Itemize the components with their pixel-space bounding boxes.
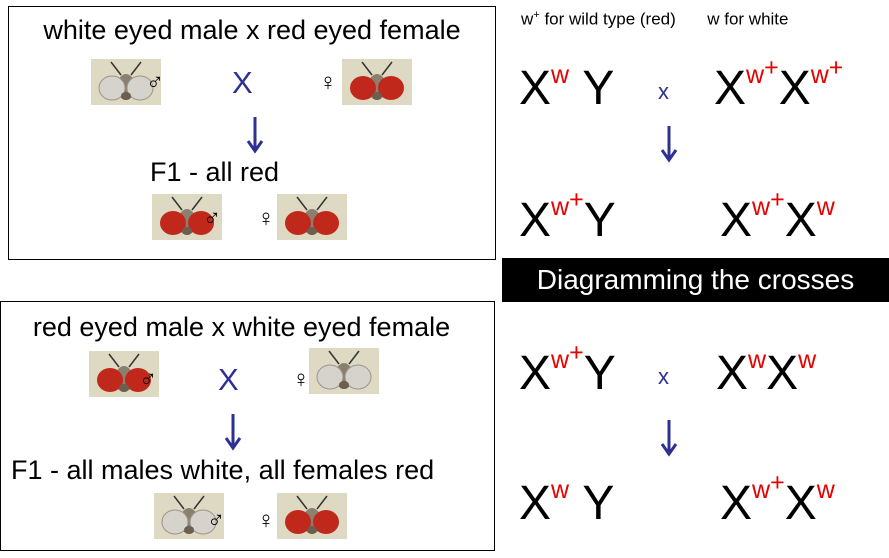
down-arrow-icon: [659, 418, 679, 458]
female-symbol-icon: ♀: [292, 366, 310, 393]
red-eyed-male-f1-fly-icon: [152, 194, 222, 240]
male-symbol-icon: ♂: [139, 366, 157, 393]
down-arrow-icon: [223, 412, 243, 452]
cross1-parent-female-genotype: Xw+Xw+: [714, 53, 844, 115]
cross2-f1-male-genotype: Xw Y: [519, 475, 615, 530]
male-symbol-icon: ♂: [146, 69, 164, 96]
cross2-title: red eyed male x white eyed female: [32, 312, 451, 342]
cross1-parent-male-genotype: Xw Y: [519, 60, 615, 115]
red-eyed-female-f1-fly-icon: [277, 493, 347, 539]
cross2-cross-sign: X: [218, 362, 239, 397]
down-arrow-icon: [245, 115, 265, 155]
cross1-f1-male-genotype: Xw+Y: [519, 185, 616, 247]
male-symbol-icon: ♂: [203, 205, 221, 232]
white-eyed-male-f1-fly-icon: [154, 493, 224, 539]
cross2-box: red eyed male x white eyed female ♂ X ♀ …: [0, 301, 495, 551]
cross1-genotype-cross-sign: x: [658, 79, 669, 104]
down-arrow-icon: [659, 124, 679, 164]
diagram-banner: Diagramming the crosses: [502, 258, 889, 302]
red-eyed-female-f1-fly-icon: [277, 194, 347, 240]
female-symbol-icon: ♀: [257, 205, 275, 232]
female-symbol-icon: ♀: [319, 69, 337, 96]
red-eyed-female-fly-icon: [342, 59, 412, 105]
cross1-cross-sign: X: [232, 65, 253, 100]
cross2-genotype-cross-sign: x: [658, 364, 669, 389]
cross1-title: white eyed male x red eyed female: [43, 15, 461, 45]
cross1-f1-female-genotype: Xw+Xw: [720, 185, 835, 247]
cross1-result: F1 - all red: [150, 157, 280, 187]
white-eyed-male-fly-icon: [91, 59, 161, 105]
allele-legend: w+ for wild type (red) w for white: [521, 9, 789, 29]
red-eyed-male-fly-icon: [89, 351, 159, 397]
female-symbol-icon: ♀: [257, 507, 275, 534]
cross1-box: white eyed male x red eyed female ♂ X ♀ …: [8, 6, 496, 260]
white-eyed-female-fly-icon: [309, 348, 379, 394]
cross2-parent-male-genotype: Xw+Y: [519, 338, 616, 400]
cross2-result: F1 - all males white, all females red: [11, 455, 435, 485]
cross2-f1-female-genotype: Xw+Xw: [720, 468, 835, 530]
male-symbol-icon: ♂: [207, 507, 225, 534]
cross2-parent-female-genotype: XwXw: [716, 345, 817, 400]
